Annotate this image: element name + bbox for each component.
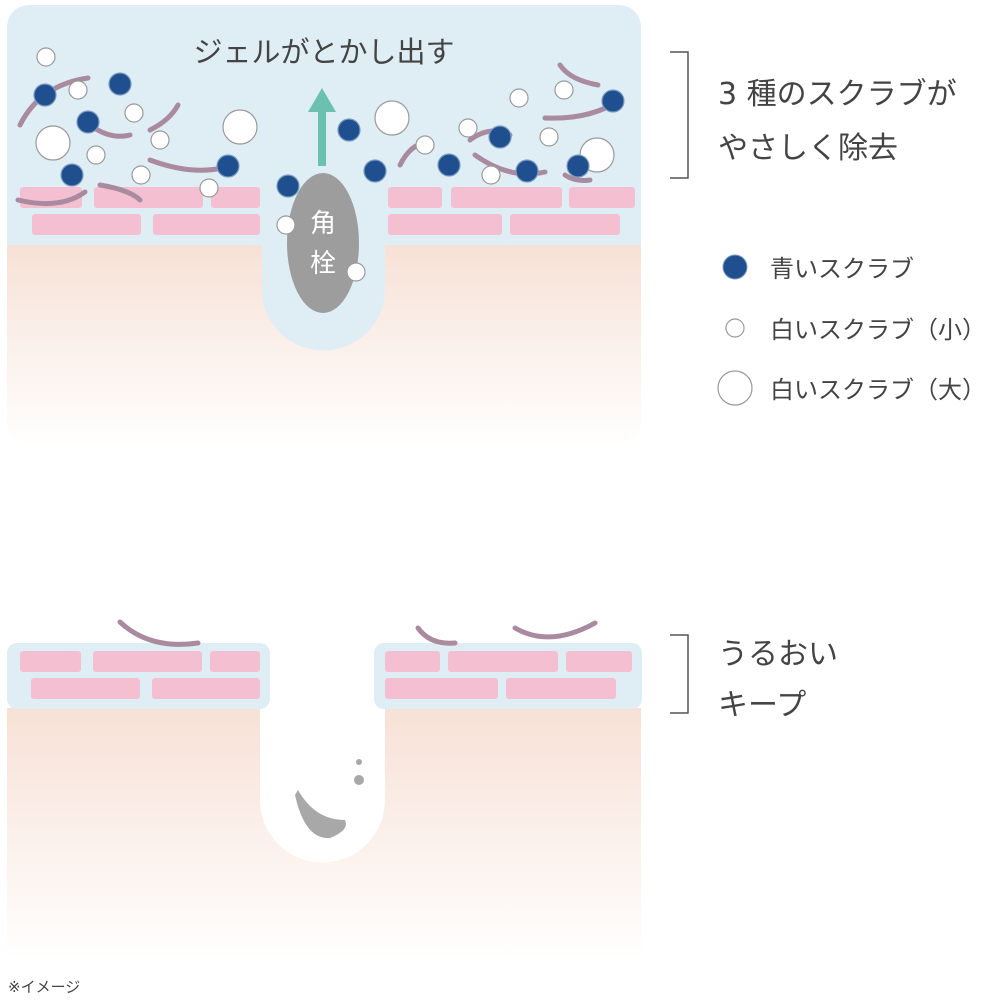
blue-scrubs xyxy=(33,72,625,198)
residue-fragment xyxy=(295,790,346,839)
legend-label: 白いスクラブ（小） xyxy=(770,316,986,344)
bottom-heading: うるおい xyxy=(718,637,838,672)
blue-scrub-icon xyxy=(722,254,748,280)
residue-dot xyxy=(356,759,362,765)
top-panel: 角 栓 ジェルがとかし出す xyxy=(7,5,641,445)
bracket xyxy=(670,51,689,179)
top-heading: 3 種のスクラブが xyxy=(718,77,957,112)
stratum-bricks xyxy=(20,651,632,699)
up-arrow-icon xyxy=(308,88,336,166)
legend: 青いスクラブ 白いスクラブ（小） 白いスクラブ（大） xyxy=(717,254,986,406)
keratin-swooshes xyxy=(117,619,598,647)
bottom-panel xyxy=(7,619,642,960)
plug-label: 栓 xyxy=(310,249,336,279)
top-heading: やさしく除去 xyxy=(718,131,898,166)
legend-label: 白いスクラブ（大） xyxy=(770,376,986,404)
keratin-plug xyxy=(287,173,359,313)
skin-layer xyxy=(7,708,641,960)
legend-label: 青いスクラブ xyxy=(770,255,914,283)
small-white-scrubs xyxy=(36,47,574,282)
footnote: ※イメージ xyxy=(8,978,80,996)
residue-dot xyxy=(354,775,364,785)
small-white-scrub-icon xyxy=(725,318,745,338)
bottom-heading: キープ xyxy=(718,688,806,723)
bracket xyxy=(670,634,689,714)
large-white-scrub-icon xyxy=(717,370,753,406)
plug-label: 角 xyxy=(310,209,336,239)
top-caption: ジェルがとかし出す xyxy=(193,35,454,69)
